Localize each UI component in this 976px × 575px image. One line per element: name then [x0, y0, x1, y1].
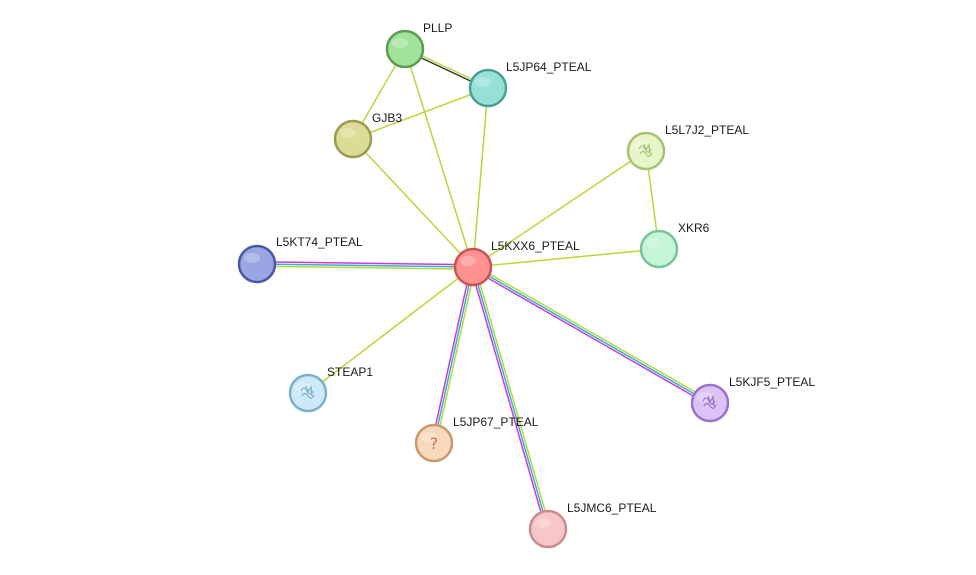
- edge-line-database: [256, 263, 474, 268]
- node-highlight: [460, 256, 476, 266]
- edge-line-text-mining: [472, 87, 489, 268]
- edge-line-text-mining: [307, 266, 474, 394]
- node-highlight: [475, 77, 491, 87]
- node-label: PLLP: [423, 21, 452, 35]
- node-l5kxx6-pteal[interactable]: L5KXX6_PTEAL: [453, 239, 580, 287]
- node-circle[interactable]: [385, 29, 425, 69]
- edge-steap1-l5kxx6-pteal[interactable]: [307, 266, 474, 394]
- node-l5jmc6-pteal[interactable]: L5JMC6_PTEAL: [528, 501, 657, 549]
- node-label: L5L7J2_PTEAL: [665, 123, 749, 137]
- edge-line-text-mining: [352, 87, 489, 140]
- node-label: GJB3: [372, 111, 402, 125]
- protein-structure-icon: [638, 143, 653, 157]
- edge-l5kjf5-pteal-l5kxx6-pteal[interactable]: [471, 264, 712, 406]
- node-highlight: [244, 253, 260, 263]
- edge-line-database: [433, 266, 474, 444]
- edge-l5jmc6-pteal-l5kxx6-pteal[interactable]: [470, 266, 551, 530]
- node-label: XKR6: [678, 221, 710, 235]
- edge-line-text-mining: [472, 248, 660, 268]
- node-label: L5JMC6_PTEAL: [567, 501, 657, 515]
- node-highlight: [421, 432, 437, 442]
- protein-structure-icon: [300, 385, 315, 399]
- node-label: STEAP1: [327, 365, 373, 379]
- node-xkr6[interactable]: XKR6: [639, 221, 710, 269]
- edge-line-experiments: [431, 266, 472, 443]
- edge-line-database: [472, 266, 549, 530]
- node-circle[interactable]: [468, 68, 508, 108]
- edge-line-text-mining: [352, 138, 474, 268]
- edge-line-text-mining: [435, 267, 476, 444]
- edge-line-database: [472, 266, 711, 404]
- node-circle[interactable]: [237, 244, 277, 284]
- node-l5kjf5-pteal[interactable]: L5KJF5_PTEAL: [690, 375, 815, 423]
- edge-l5jp64-pteal-gjb3[interactable]: [352, 87, 489, 140]
- edge-xkr6-l5kxx6-pteal[interactable]: [472, 248, 660, 268]
- edge-line-experiments: [470, 267, 547, 530]
- edge-line-text-mining: [472, 150, 647, 268]
- protein-structure-icon: [702, 395, 717, 409]
- node-l5jp64-pteal[interactable]: L5JP64_PTEAL: [468, 60, 592, 108]
- edge-line-text-mining: [256, 265, 473, 270]
- node-circle[interactable]: [639, 229, 679, 269]
- node-highlight: [392, 38, 408, 48]
- node-l5jp67-pteal[interactable]: ? L5JP67_PTEAL: [414, 415, 539, 463]
- edge-line-text-mining: [473, 264, 712, 402]
- node-highlight: [340, 128, 356, 138]
- node-gjb3[interactable]: GJB3: [333, 111, 402, 159]
- node-l5kt74-pteal[interactable]: L5KT74_PTEAL: [237, 235, 363, 284]
- edge-line-experiments: [471, 268, 710, 406]
- node-l5l7j2-pteal[interactable]: L5L7J2_PTEAL: [626, 123, 749, 171]
- node-label: L5KJF5_PTEAL: [729, 375, 815, 389]
- edge-l5jp64-pteal-l5kxx6-pteal[interactable]: [472, 87, 489, 268]
- node-highlight: [646, 238, 662, 248]
- edge-line-experiments: [257, 261, 474, 266]
- node-circle[interactable]: [528, 509, 568, 549]
- node-label: L5KT74_PTEAL: [276, 235, 363, 249]
- node-pllp[interactable]: PLLP: [385, 21, 452, 69]
- edge-gjb3-l5kxx6-pteal[interactable]: [352, 138, 474, 268]
- node-circle[interactable]: [453, 247, 493, 287]
- edge-l5l7j2-pteal-l5kxx6-pteal[interactable]: [472, 150, 647, 268]
- node-highlight: [535, 518, 551, 528]
- node-label: L5KXX6_PTEAL: [491, 239, 580, 253]
- node-steap1[interactable]: STEAP1: [288, 365, 373, 413]
- node-label: L5JP67_PTEAL: [453, 415, 539, 429]
- unknown-structure-icon: ?: [430, 434, 439, 453]
- node-label: L5JP64_PTEAL: [506, 60, 592, 74]
- edge-l5kt74-pteal-l5kxx6-pteal[interactable]: [256, 261, 474, 270]
- edge-line-text-mining: [404, 48, 474, 268]
- node-circle[interactable]: [414, 423, 454, 463]
- edge-line-text-mining: [474, 266, 551, 529]
- edge-l5jp67-pteal-l5kxx6-pteal[interactable]: [431, 266, 476, 444]
- node-circle[interactable]: [333, 119, 373, 159]
- edge-pllp-l5kxx6-pteal[interactable]: [404, 48, 474, 268]
- edge-layer: [256, 47, 712, 530]
